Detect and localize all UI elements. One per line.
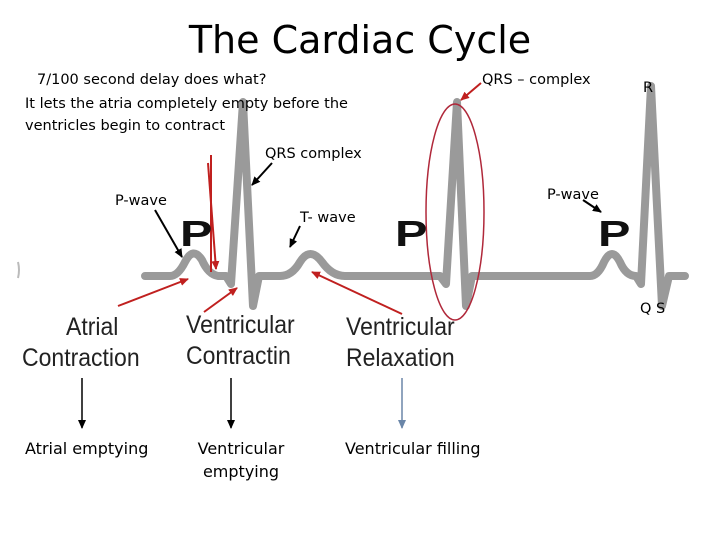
ventricular-relaxation-line-2: Relaxation [346,344,455,372]
ventricular-filling-label: Ventricular filling [345,439,481,458]
atrial-contraction-line-1: Atrial [66,313,119,341]
p-letter-2: P [395,213,428,254]
edge-mark [17,261,20,279]
ventricular-relaxation-arrow [311,271,403,315]
qrs-complex-arrow [251,162,273,186]
t-wave-label: T- wave [300,210,356,226]
ventricular-contraction-line-2: Contractin [186,342,291,370]
ventricular-contraction-arrow [203,287,238,313]
ventricular-emptying-line-1: Ventricular [197,439,285,458]
atrial-emptying-label: Atrial emptying [25,439,149,458]
ecg-trace [141,82,689,310]
r-label: R [643,80,654,96]
delay-marker-arrow [207,162,220,270]
ventricular-emptying-line-2: emptying [202,462,280,481]
ventricular-contraction-line-1: Ventricular [186,311,295,339]
atrial-contraction-line-2: Contraction [22,344,140,372]
qrs-top-arrow [460,82,482,101]
ventricular-relaxation-line-1: Ventricular [346,313,455,341]
p-letter-3: P [598,213,631,254]
delay-answer-line-2: ventricles begin to contract [25,118,225,134]
delay-question: 7/100 second delay does what? [37,72,267,88]
p-wave-left-label: P-wave [115,193,167,209]
page-title: The Cardiac Cycle [188,18,532,62]
delay-answer-line-1: It lets the atria completely empty befor… [25,96,348,112]
qrs-complex-label: QRS complex [265,146,362,162]
p-wave-left-arrow [154,209,183,258]
p-wave-right-arrow [582,199,602,213]
p-wave-right-label: P-wave [547,187,599,203]
qrs-complex-top-label: QRS – complex [482,72,591,88]
atrial-contraction-arrow [117,278,189,307]
p-letter-1: P [180,213,213,254]
qrs-highlight-oval [425,103,485,321]
qs-label: Q S [640,301,666,317]
t-wave-arrow [289,225,301,248]
